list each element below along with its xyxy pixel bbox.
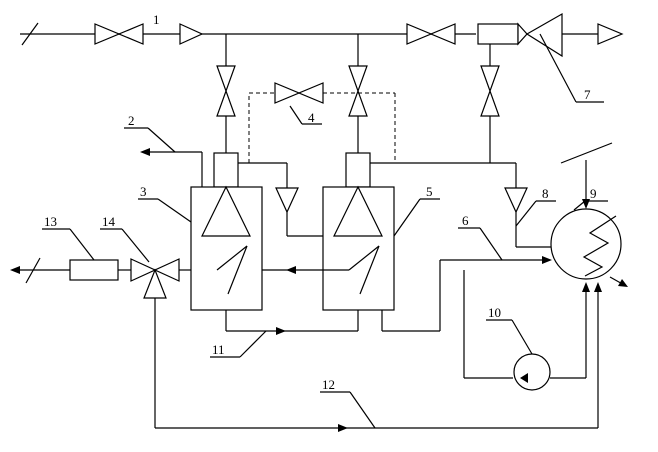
valve-4 xyxy=(274,82,324,104)
three-way-valve-14 xyxy=(130,258,191,299)
label-12: 12 xyxy=(322,377,335,392)
label-7: 7 xyxy=(584,87,591,102)
label-11: 11 xyxy=(212,342,225,357)
flow-arrow-outlet xyxy=(597,23,624,45)
line-12 xyxy=(154,282,602,432)
label-3: 3 xyxy=(140,184,147,199)
vessel-5 xyxy=(322,152,395,311)
line-6 xyxy=(381,256,552,332)
valve-branch-middle xyxy=(348,65,368,117)
label-6: 6 xyxy=(462,213,469,228)
line-11 xyxy=(225,310,359,335)
label-8: 8 xyxy=(542,186,549,201)
label-13: 13 xyxy=(44,214,57,229)
branch-lines xyxy=(225,34,491,163)
flow-arrow-top xyxy=(179,23,204,45)
dashed-bypass-line xyxy=(248,92,396,163)
vessel-3 xyxy=(190,152,263,311)
valve-top-left xyxy=(94,23,144,45)
label-9: 9 xyxy=(590,186,597,201)
label-4: 4 xyxy=(308,110,315,125)
number-labels: 1 2 3 4 5 6 7 8 9 10 11 12 13 14 xyxy=(44,12,597,392)
valve-top-right xyxy=(406,23,456,45)
internal-flow-arrow xyxy=(262,266,349,274)
label-5: 5 xyxy=(426,184,433,199)
outlet-arrow-2 xyxy=(140,148,203,187)
label-1: 1 xyxy=(153,12,160,27)
label-14: 14 xyxy=(102,214,116,229)
label-2: 2 xyxy=(128,113,135,128)
ejector-7 xyxy=(477,12,563,58)
condenser-9 xyxy=(550,142,628,287)
line-to-condenser xyxy=(370,162,552,248)
valve-branch-left xyxy=(216,65,236,117)
unit-13 xyxy=(10,257,131,284)
valve-branch-right xyxy=(480,65,500,117)
leader-lines xyxy=(42,33,608,429)
pump-10 xyxy=(463,270,590,391)
vessel-connection-line xyxy=(238,162,323,237)
label-10: 10 xyxy=(488,305,501,320)
